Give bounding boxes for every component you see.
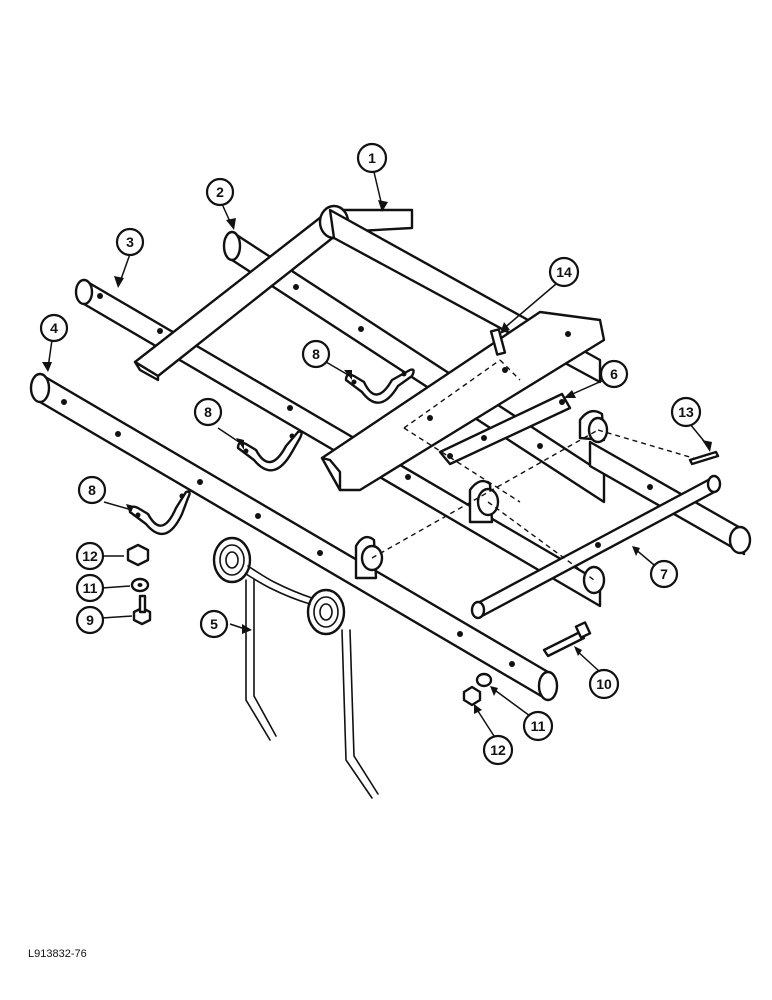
callout-11-right: 11: [522, 710, 554, 742]
callout-12-right: 12: [482, 734, 514, 766]
callout-5: 5: [199, 609, 229, 639]
svg-text:8: 8: [88, 482, 96, 498]
callout-7: 7: [649, 559, 679, 589]
tube-4: [29, 372, 559, 702]
svg-text:9: 9: [86, 612, 94, 628]
bar-6: [438, 392, 572, 466]
callout-14: 14: [548, 256, 580, 288]
bolt-10: [542, 621, 592, 658]
pin-14: [489, 328, 507, 356]
callout-9: 9: [75, 605, 105, 635]
nut-12-left: [126, 543, 150, 567]
pin-13: [688, 450, 720, 466]
svg-text:1: 1: [368, 150, 376, 166]
callout-2: 2: [205, 177, 235, 207]
svg-text:11: 11: [83, 580, 98, 596]
svg-text:8: 8: [204, 404, 212, 420]
callout-13: 13: [670, 396, 702, 428]
svg-text:7: 7: [660, 566, 668, 582]
callout-10: 10: [588, 668, 620, 700]
tube-3: [74, 278, 602, 608]
svg-text:2: 2: [216, 184, 224, 200]
svg-text:12: 12: [82, 548, 98, 564]
svg-text:5: 5: [210, 616, 218, 632]
callout-4: 4: [39, 313, 69, 343]
callout-3: 3: [115, 227, 145, 257]
shaft-7: [470, 474, 722, 620]
callout-8-middle: 8: [193, 397, 223, 427]
svg-text:13: 13: [678, 404, 694, 420]
washer-11-left: [130, 577, 150, 593]
leader-lines: [42, 171, 712, 737]
callout-1: 1: [356, 142, 388, 174]
svg-text:14: 14: [556, 264, 572, 280]
svg-text:11: 11: [531, 718, 546, 734]
callout-8-upper: 8: [301, 339, 331, 369]
nut-12-right: [462, 685, 482, 707]
figure-id-label: L913832-76: [28, 948, 87, 960]
svg-text:4: 4: [50, 320, 58, 336]
callout-11-left: 11: [75, 573, 105, 603]
svg-text:10: 10: [596, 676, 612, 692]
mounting-lugs: [354, 409, 609, 595]
svg-text:12: 12: [490, 742, 506, 758]
bolt-9: [132, 594, 152, 626]
callout-8-lower: 8: [77, 475, 107, 505]
svg-text:6: 6: [610, 366, 618, 382]
callout-6: 6: [599, 359, 629, 389]
callout-12-left: 12: [75, 541, 105, 571]
clamp-8-middle: [236, 430, 303, 472]
frame-angle: [320, 310, 606, 492]
alignment-lines: [371, 359, 701, 581]
spring-tine-5: [212, 536, 379, 799]
svg-text:8: 8: [312, 346, 320, 362]
svg-text:3: 3: [126, 234, 134, 250]
clamp-8-upper: [344, 368, 415, 404]
clamp-8-lower: [128, 490, 191, 536]
washer-11-right: [475, 672, 493, 688]
